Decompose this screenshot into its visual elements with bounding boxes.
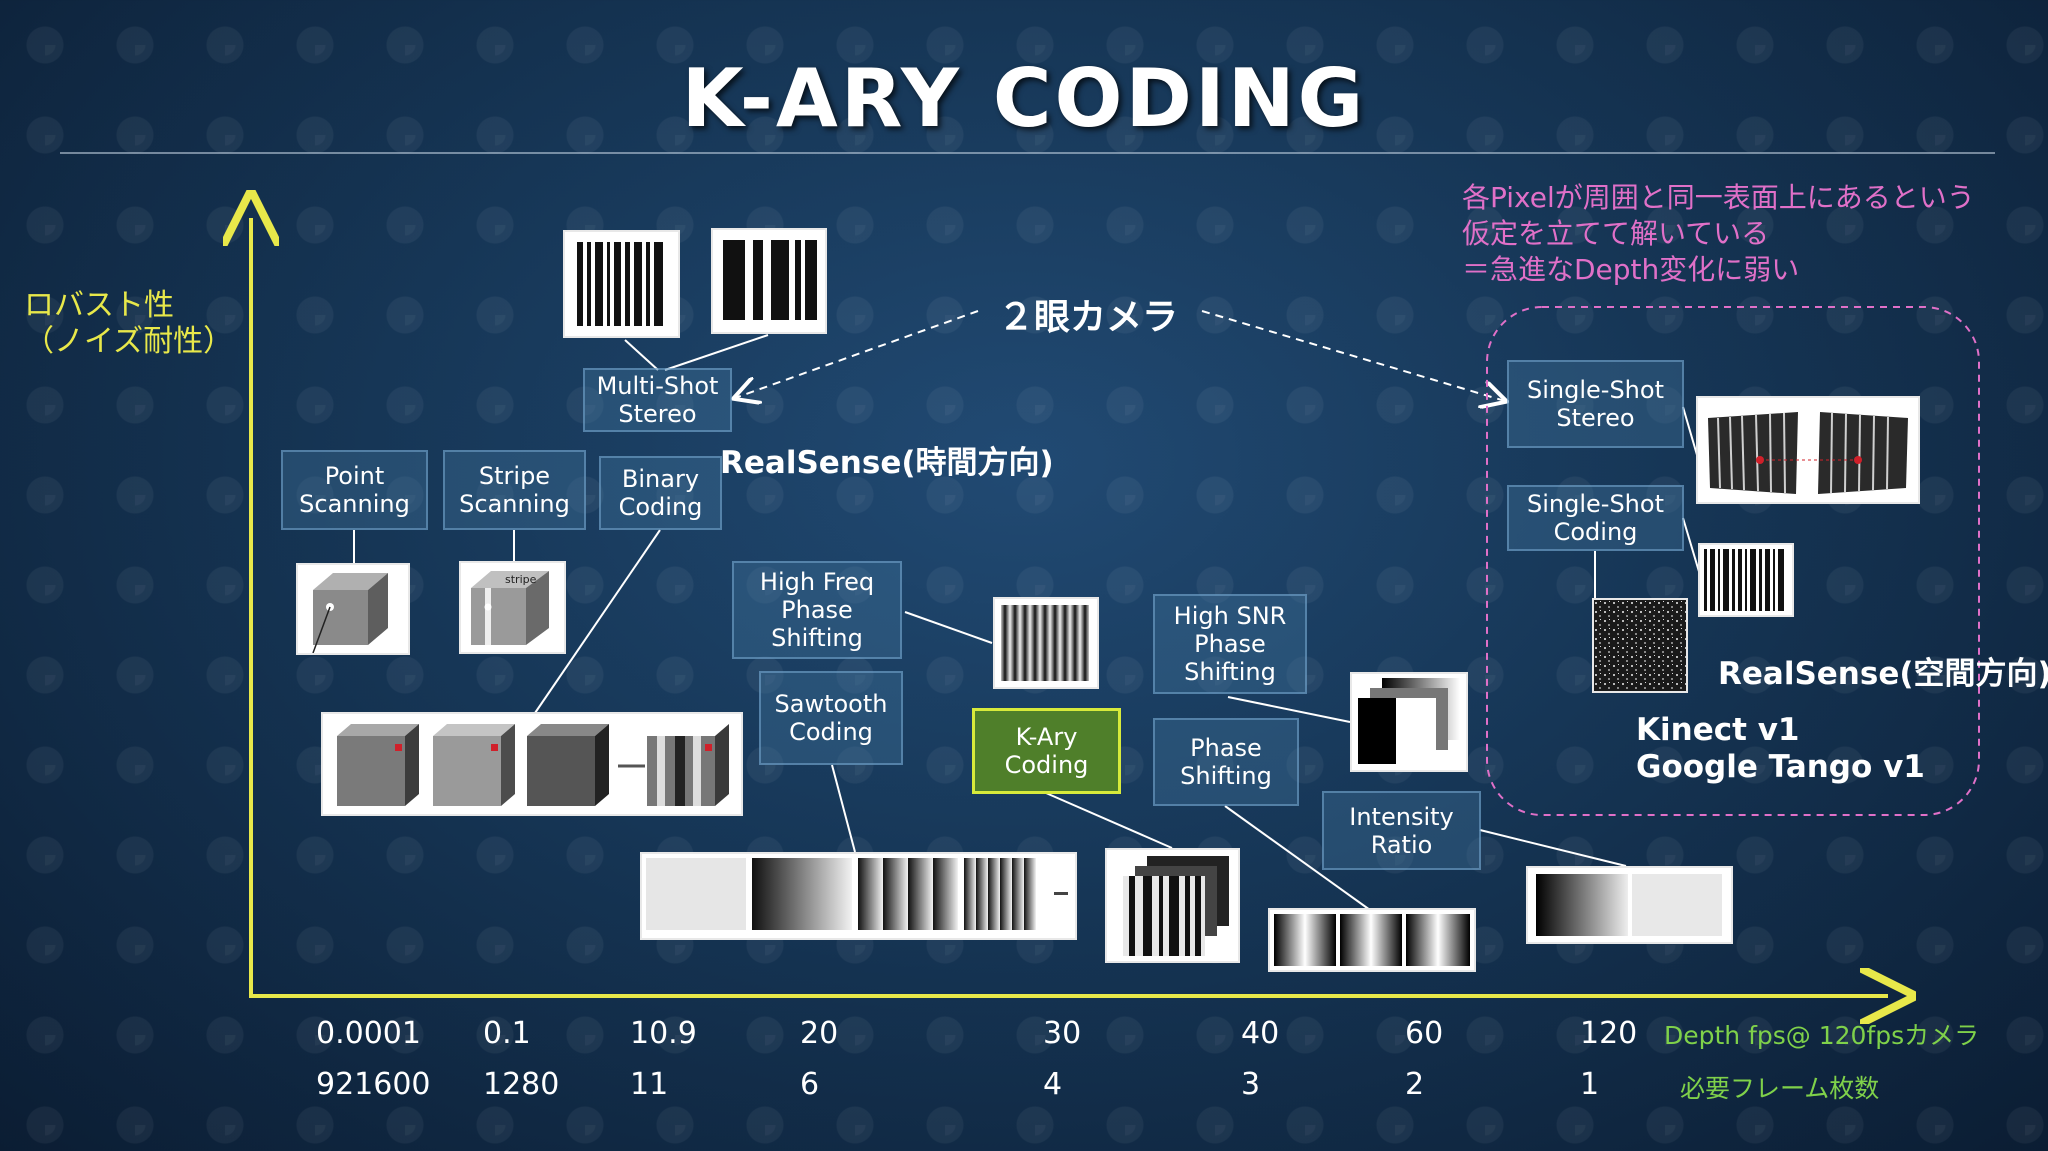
fps-value: 30: [1043, 1016, 1082, 1051]
frame-count-value: 4: [1043, 1067, 1063, 1102]
box-kary-coding: K-Ary Coding: [972, 708, 1121, 794]
title-divider: [60, 152, 1995, 154]
point-scanning-image: [296, 563, 410, 655]
box-single-shot-coding: Single-Shot Coding: [1507, 485, 1684, 551]
frame-count-value: 11: [630, 1067, 669, 1102]
random-dot-pattern-image: [1592, 598, 1688, 693]
fps-value: 10.9: [630, 1016, 697, 1051]
fps-value: 40: [1241, 1016, 1280, 1051]
fps-axis-label: Depth fps@ 120fpsカメラ: [1664, 1021, 1980, 1050]
fps-value: 0.0001: [316, 1016, 421, 1051]
single-shot-stereo-image: [1696, 396, 1920, 504]
box-single-shot-stereo: Single-Shot Stereo: [1507, 360, 1684, 448]
high-snr-phase-image: [1350, 672, 1468, 772]
fps-value: 0.1: [483, 1016, 531, 1051]
box-intensity-ratio: Intensity Ratio: [1322, 791, 1481, 870]
frame-count-value: 3: [1241, 1067, 1261, 1102]
box-phase-shifting: Phase Shifting: [1153, 718, 1299, 806]
y-axis-label: ロバスト性 （ノイズ耐性）: [24, 288, 234, 359]
intensity-ratio-image: [1526, 866, 1733, 944]
sawtooth-coding-image: [640, 852, 1077, 940]
multi-shot-stereo-image-2: [711, 228, 827, 334]
device-names: Kinect v1 Google Tango v1: [1636, 712, 1925, 785]
stripe-scanning-image: stripe: [459, 561, 566, 654]
realsense-space-label: RealSense(空間方向): [1718, 656, 2048, 692]
slide-title: K-ARY CODING: [681, 52, 1367, 145]
box-point-scanning: Point Scanning: [281, 450, 428, 530]
box-binary-coding: Binary Coding: [599, 456, 722, 530]
frames-axis-label: 必要フレーム枚数: [1680, 1074, 1880, 1103]
frame-count-value: 2: [1405, 1067, 1425, 1102]
box-high-freq-phase: High Freq Phase Shifting: [732, 561, 902, 659]
box-multi-shot-stereo: Multi-Shot Stereo: [583, 368, 732, 432]
stereo-camera-label: ２眼カメラ: [998, 297, 1179, 338]
box-sawtooth-coding: Sawtooth Coding: [759, 671, 903, 765]
realsense-time-label: RealSense(時間方向): [720, 445, 1054, 481]
kary-coding-image: [1105, 848, 1240, 963]
fps-value: 60: [1405, 1016, 1444, 1051]
high-freq-phase-image: [993, 597, 1099, 689]
frame-count-value: 6: [800, 1067, 820, 1102]
box-high-snr-phase: High SNR Phase Shifting: [1153, 594, 1307, 694]
binary-coding-image: [321, 712, 743, 816]
stripe-label: stripe: [505, 573, 537, 586]
frame-count-value: 1: [1580, 1067, 1600, 1102]
single-shot-coding-image: [1698, 543, 1794, 617]
frame-count-value: 921600: [316, 1067, 431, 1102]
assumption-note: 各Pixelが周囲と同一表面上にあるという 仮定を立てて解いている ＝急進なDe…: [1462, 181, 1975, 286]
phase-shifting-image: [1268, 908, 1476, 972]
box-stripe-scanning: Stripe Scanning: [443, 450, 586, 530]
multi-shot-stereo-image-1: [563, 230, 680, 338]
frame-count-value: 1280: [483, 1067, 560, 1102]
fps-value: 20: [800, 1016, 839, 1051]
fps-value: 120: [1580, 1016, 1638, 1051]
